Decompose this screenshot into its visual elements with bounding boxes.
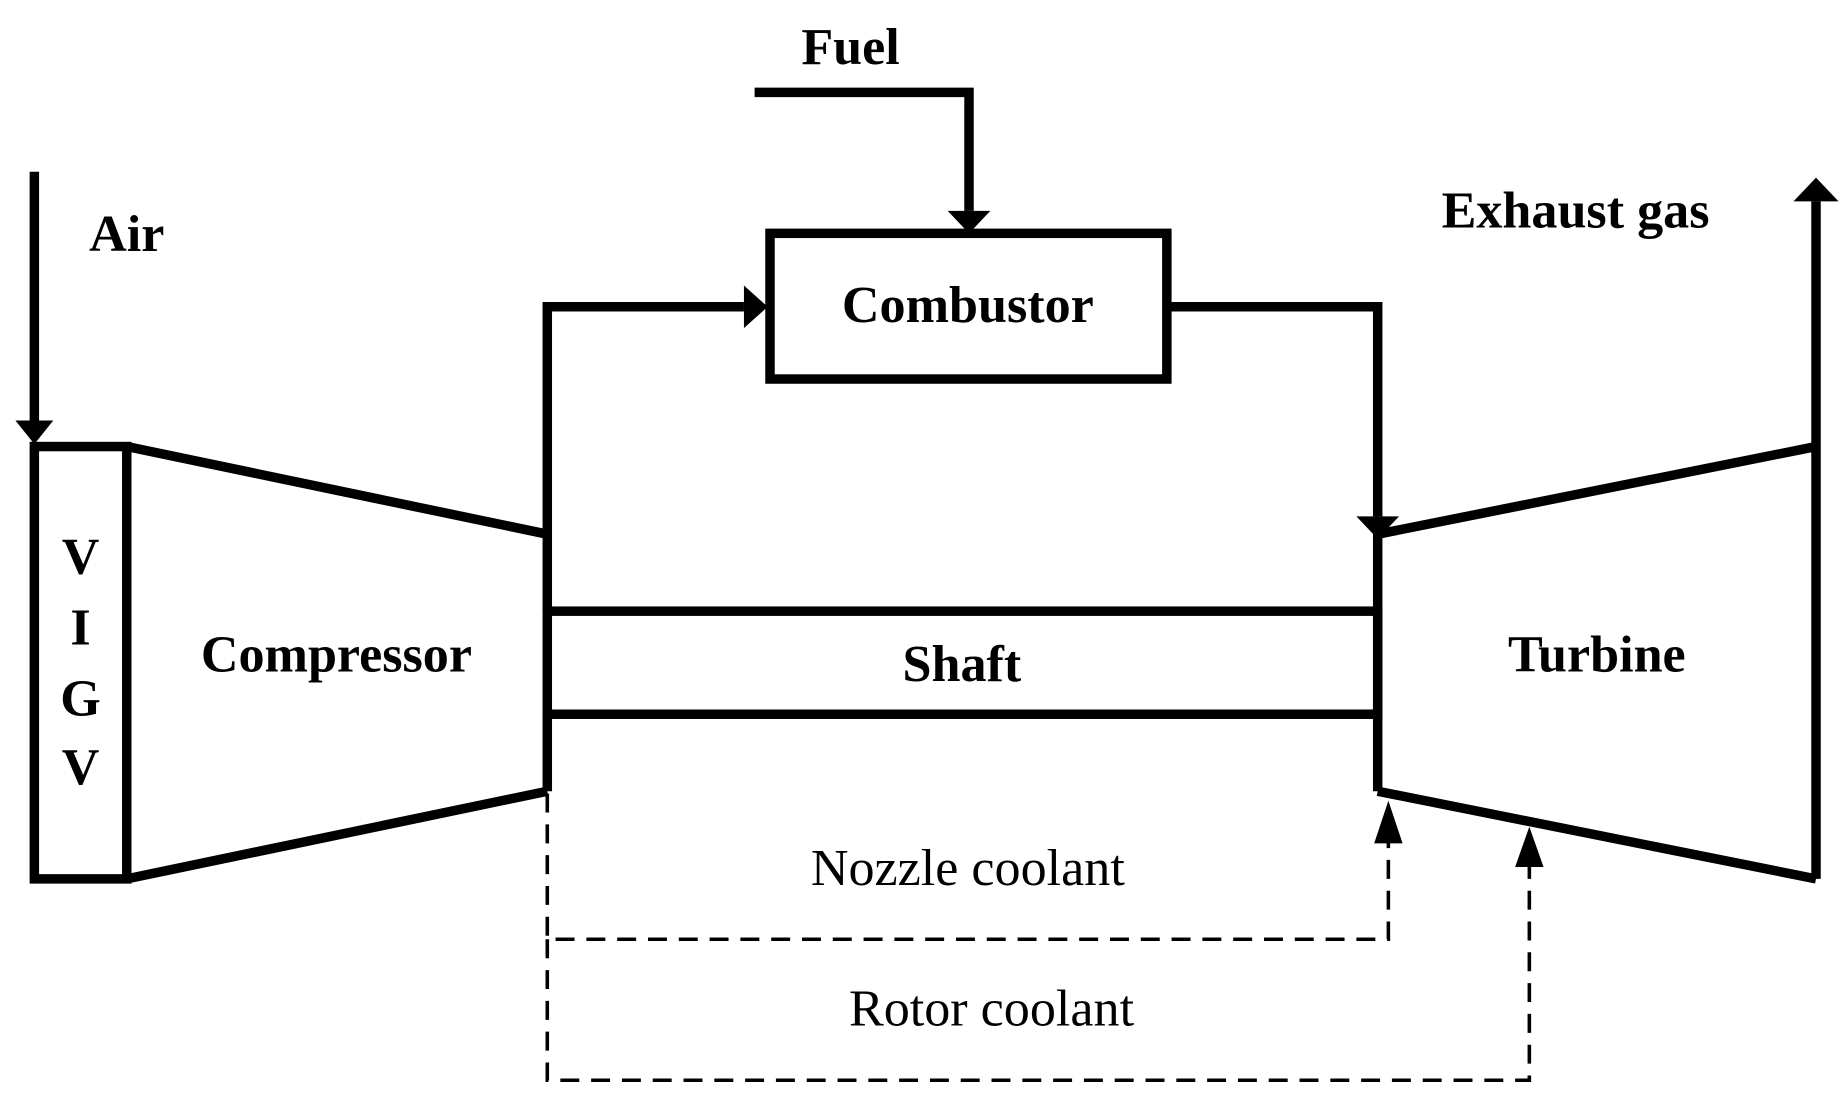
rotor-coolant-arrow-head (1515, 826, 1544, 868)
svg-text:I: I (70, 599, 90, 656)
rotor-coolant-line (545, 826, 1544, 1083)
compressor-shape (125, 441, 553, 884)
svg-text:V: V (62, 528, 100, 585)
exhaust-line (1793, 177, 1839, 447)
fuel-label: Fuel (801, 19, 899, 76)
svg-text:V: V (62, 739, 100, 796)
rotor-coolant-label: Rotor coolant (849, 981, 1135, 1038)
air-inlet-line (15, 171, 54, 445)
fuel-arrow-head (947, 210, 991, 234)
combustor-to-turbine-line (1166, 302, 1400, 539)
nozzle-coolant-arrow-head (1374, 800, 1403, 844)
exhaust-gas-label: Exhaust gas (1442, 182, 1710, 239)
shaft-label: Shaft (903, 636, 1022, 693)
vigv-label: V I G V (60, 528, 101, 796)
turbine-label: Turbine (1508, 627, 1686, 684)
svg-text:G: G (60, 670, 101, 727)
combustor-label: Combustor (842, 277, 1094, 334)
exhaust-arrow-head (1793, 177, 1839, 202)
vigv-box (29, 441, 132, 884)
fuel-line (754, 87, 991, 234)
combustor-inlet-arrow-head (743, 285, 768, 329)
compressor-label: Compressor (201, 627, 472, 684)
compressor-to-combustor-line (542, 285, 768, 612)
turbine-shape (1372, 441, 1821, 884)
air-arrow-head (15, 420, 54, 445)
air-label: Air (89, 206, 164, 263)
nozzle-coolant-line (545, 793, 1403, 942)
nozzle-coolant-label: Nozzle coolant (811, 840, 1125, 897)
